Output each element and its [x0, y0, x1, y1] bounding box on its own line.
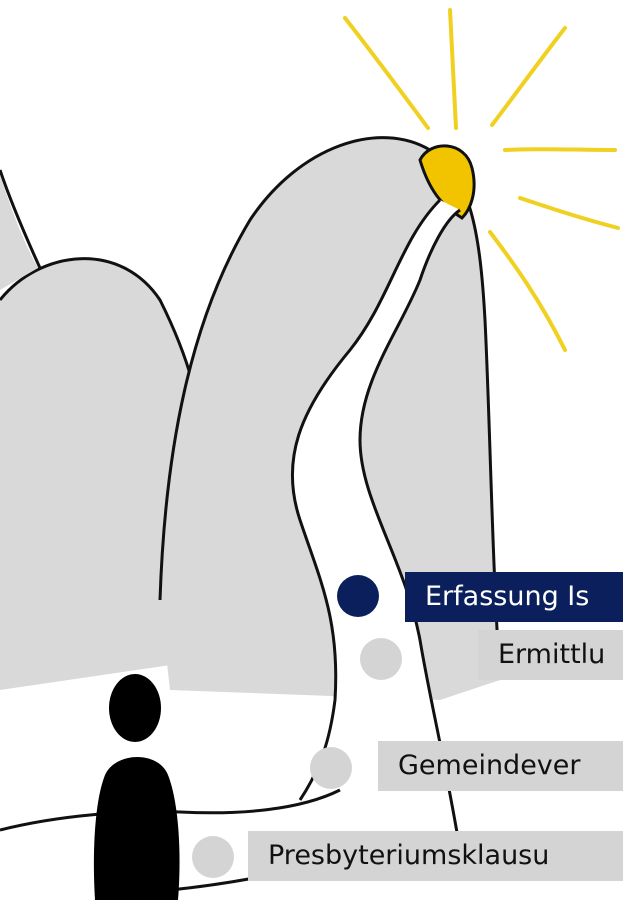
step-label-2[interactable]: Ermittlu — [478, 630, 623, 680]
step-dot-2 — [360, 638, 402, 680]
step-label-4[interactable]: Presbyteriumsklausu — [248, 831, 623, 881]
step-label-3[interactable]: Gemeindever — [378, 741, 623, 791]
person-silhouette — [94, 674, 180, 900]
step-dot-3 — [310, 747, 352, 789]
step-dot-4 — [192, 836, 234, 878]
step-dot-1 — [337, 575, 379, 617]
step-label-1[interactable]: Erfassung Is — [405, 572, 623, 622]
